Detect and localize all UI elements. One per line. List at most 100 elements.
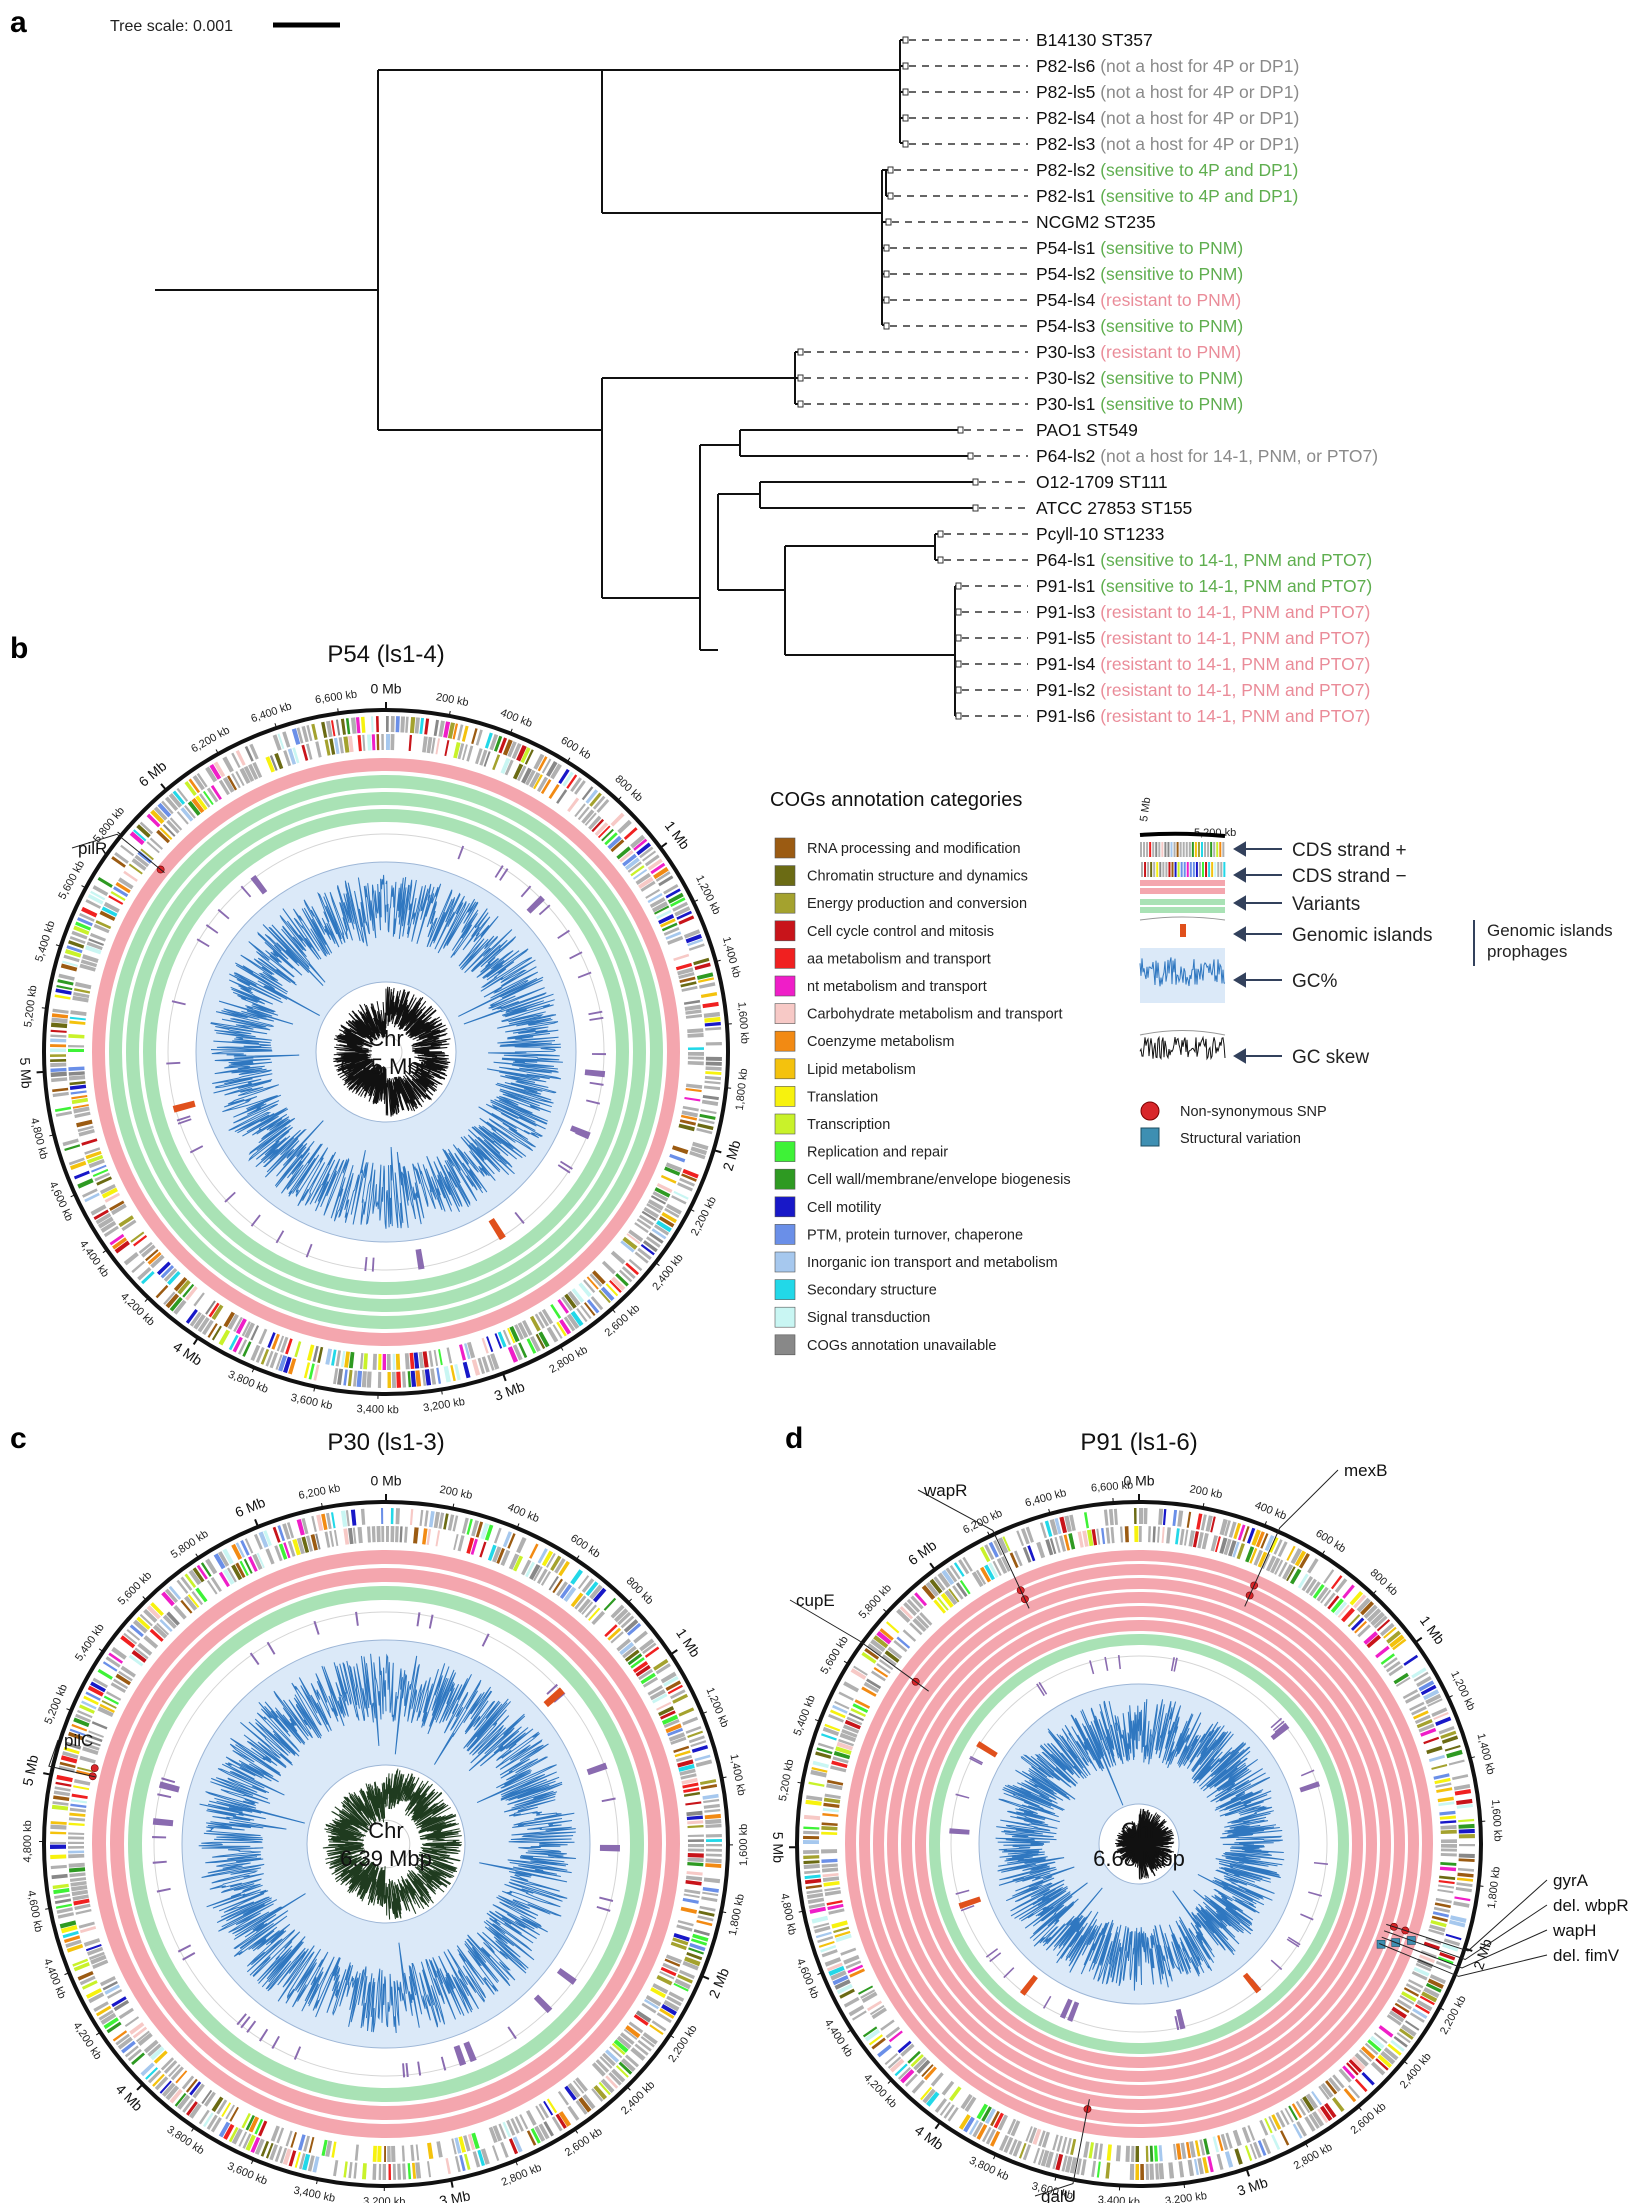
cds-minus-segment — [210, 1577, 222, 1592]
cds-minus-segment — [371, 1526, 376, 1543]
cds-plus-segment — [654, 1224, 670, 1236]
cds-minus-segment — [514, 1324, 524, 1340]
cds-minus-segment — [1152, 1526, 1156, 1543]
cds-plus-segment — [117, 2036, 133, 2050]
cds-minus-segment — [408, 734, 413, 752]
cds-minus-segment — [685, 1880, 702, 1886]
cds-minus-segment — [616, 2035, 632, 2050]
cds-minus-segment — [290, 2132, 297, 2148]
cds-plus-segment — [664, 1207, 680, 1219]
cds-minus-segment — [487, 1544, 497, 1561]
cds-minus-segment — [683, 999, 701, 1005]
cds-minus-segment — [1327, 1595, 1340, 1610]
cds-minus-segment — [1088, 2142, 1094, 2159]
cds-plus-segment — [50, 1048, 67, 1052]
prophage-mark — [176, 1115, 191, 1122]
cds-minus-segment — [661, 922, 678, 932]
cds-plus-segment — [690, 1740, 707, 1748]
cds-minus-segment — [269, 755, 278, 771]
leaf-node — [902, 62, 909, 70]
variant-ring — [901, 1606, 1377, 2082]
cds-plus-segment — [688, 1947, 704, 1955]
cds-minus-segment — [88, 1730, 104, 1738]
cds-minus-segment — [557, 1298, 570, 1314]
cds-plus-segment — [57, 1912, 75, 1919]
cds-plus-segment — [1370, 1611, 1385, 1626]
snp-legend-marker — [1140, 1101, 1160, 1121]
cds-minus-segment — [453, 741, 461, 759]
leaf-label: P82-ls6 (not a host for 4P or DP1) — [1036, 56, 1299, 76]
cds-plus-segment — [1454, 1788, 1472, 1796]
cds-minus-segment — [79, 963, 96, 972]
cds-minus-segment — [1063, 1534, 1071, 1551]
cds-minus-segment — [861, 1991, 878, 2003]
kb-label: 3,200 kb — [363, 2196, 405, 2203]
cds-minus-segment — [1027, 1545, 1036, 1562]
cds-plus-segment — [877, 2044, 892, 2058]
cds-minus-segment — [1135, 2145, 1139, 2162]
cds-minus-segment — [175, 2070, 188, 2084]
cds-plus-segment — [535, 1333, 546, 1350]
phylogenetic-tree — [155, 39, 975, 717]
cds-plus-segment — [395, 716, 400, 733]
cds-minus-segment — [343, 736, 350, 753]
cds-plus-segment — [62, 960, 79, 967]
leaf-label: P82-ls2 (sensitive to 4P and DP1) — [1036, 160, 1298, 180]
cds-plus-segment — [1393, 2035, 1408, 2048]
cds-plus-segment — [277, 733, 285, 750]
prophage-mark — [271, 2035, 280, 2050]
cds-minus-segment — [1115, 2145, 1121, 2162]
cds-plus-segment — [415, 1370, 422, 1387]
cds-plus-segment — [340, 718, 346, 735]
cds-plus-segment — [815, 1931, 832, 1939]
cds-plus-segment — [168, 1585, 182, 1600]
cds-minus-segment — [944, 1589, 958, 1606]
cds-minus-segment — [654, 905, 670, 915]
cds-minus-segment — [147, 1251, 162, 1265]
cds-plus-segment — [81, 1700, 97, 1710]
cds-plus-segment — [939, 2101, 951, 2116]
cds-plus-segment — [1108, 1509, 1114, 1526]
cds-minus-segment — [1038, 2130, 1046, 2147]
cds-minus-segment — [73, 1785, 90, 1791]
cds-plus-segment — [62, 1138, 79, 1147]
cds-minus-segment — [529, 771, 541, 788]
cog-swatch — [774, 1030, 796, 1052]
kb-label: 6,200 kb — [298, 1482, 342, 1502]
cds-plus-segment — [1216, 2153, 1224, 2170]
cds-plus-segment — [805, 1799, 822, 1806]
prophage-mark — [182, 1952, 196, 1961]
cds-minus-segment — [191, 797, 205, 814]
cds-minus-segment — [622, 1236, 638, 1250]
mini-cds-minus — [1217, 862, 1220, 877]
cds-plus-segment — [1366, 1608, 1382, 1623]
cds-plus-segment — [1139, 1508, 1144, 1525]
cds-minus-segment — [77, 1766, 94, 1773]
cds-minus-segment — [583, 1279, 596, 1293]
cds-plus-segment — [704, 1808, 721, 1813]
cds-plus-segment — [1458, 1853, 1475, 1859]
cds-minus-segment — [1409, 1701, 1425, 1712]
cds-minus-segment — [1364, 2042, 1379, 2056]
cds-minus-segment — [656, 1975, 673, 1986]
cds-minus-segment — [873, 1666, 889, 1678]
cds-plus-segment — [696, 972, 714, 980]
cds-plus-segment — [985, 2128, 996, 2145]
cds-minus-segment — [427, 2142, 434, 2160]
cds-plus-segment — [250, 1344, 261, 1361]
prophage-mark — [1270, 1723, 1290, 1741]
cds-minus-segment — [76, 1119, 93, 1128]
cds-minus-segment — [384, 2145, 386, 2162]
cds-plus-segment — [303, 1362, 311, 1379]
cds-plus-segment — [925, 2091, 940, 2107]
cds-plus-segment — [688, 943, 705, 951]
cds-plus-segment — [1002, 1536, 1011, 1552]
cds-minus-segment — [581, 1601, 594, 1615]
prophage-mark — [1300, 1769, 1315, 1777]
cds-plus-segment — [260, 2140, 270, 2157]
cds-minus-segment — [159, 1618, 173, 1633]
prophage-mark — [1272, 1720, 1285, 1731]
cds-plus-segment — [979, 1546, 991, 1563]
prophage-mark — [313, 1620, 320, 1635]
cds-minus-segment — [265, 1548, 275, 1565]
